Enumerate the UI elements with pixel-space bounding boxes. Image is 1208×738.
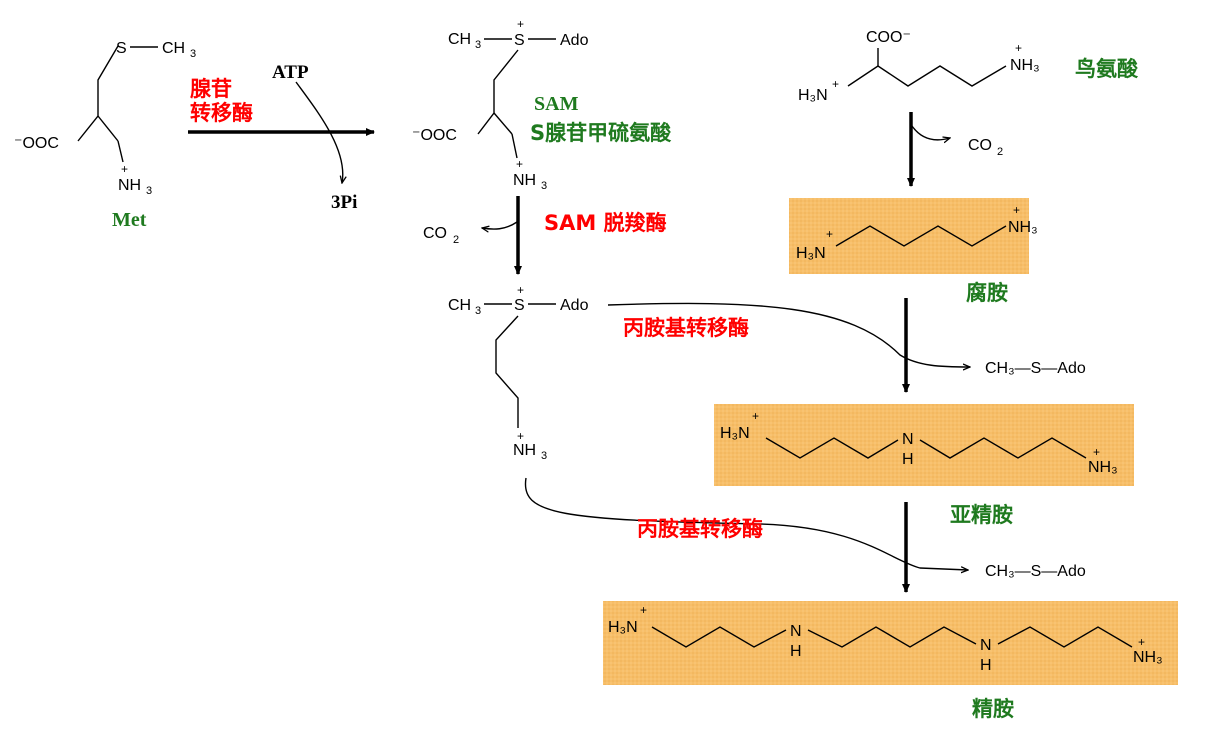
sam-sulfur-charge: + — [517, 17, 524, 31]
sam-structure: CH 3 + S Ado ⁻OOC + NH 3 — [412, 17, 589, 192]
transfer2-product: CH₃—S—Ado — [985, 563, 1086, 580]
ornithine-amine-right: NH₃ — [1010, 57, 1040, 74]
ornithine-co2: CO — [968, 137, 992, 154]
ornithine-decarboxylation: CO 2 — [907, 112, 1003, 187]
spermine-right-charge: + — [1138, 635, 1145, 649]
met-amine: NH — [118, 177, 141, 194]
pi-label: 3Pi — [331, 192, 357, 213]
dcsam-methyl-sub: 3 — [475, 305, 481, 317]
putrescine-right-amine: NH₃ — [1008, 219, 1038, 236]
ornithine-structure: COO⁻ + H₃N + NH₃ — [798, 29, 1040, 104]
dcsam-structure: CH 3 + S Ado + NH 3 — [448, 283, 589, 462]
step1-enzyme-line2: 转移酶 — [190, 101, 253, 125]
putrescine-left-charge: + — [826, 227, 833, 241]
spermidine-left-amine: H₃N — [720, 425, 750, 442]
transfer1-product: CH₃—S—Ado — [985, 360, 1086, 377]
ornithine-coo: COO⁻ — [866, 29, 911, 46]
dcsam-amine-sub: 3 — [541, 450, 547, 462]
sam-amine: NH — [513, 172, 536, 189]
ornithine-co2-sub: 2 — [997, 146, 1003, 158]
putrescine-left-amine: H₃N — [796, 245, 826, 262]
spermidine-right-charge: + — [1093, 445, 1100, 459]
step2-reaction: CO 2 — [423, 196, 522, 275]
methionine-structure: S CH 3 ⁻OOC + NH 3 — [14, 40, 196, 197]
spermine-nh1-h: H — [790, 643, 802, 660]
spermine-right-amine: NH₃ — [1133, 649, 1163, 666]
spermine-nh2-n: N — [980, 637, 992, 654]
spermine-nh2-h: H — [980, 657, 992, 674]
putrescine-box — [789, 198, 1029, 274]
dcsam-methyl: CH — [448, 297, 471, 314]
step1-enzyme-line1: 腺苷 — [190, 77, 232, 101]
ornithine-amine-left: H₃N — [798, 87, 828, 104]
step2-co2: CO — [423, 225, 447, 242]
spermidine-left-charge: + — [752, 409, 759, 423]
spermidine-name: 亚精胺 — [950, 503, 1013, 527]
ornithine-right-charge: + — [1015, 41, 1022, 55]
putrescine-structure: + H₃N + NH₃ — [796, 203, 1038, 262]
met-amine-charge: + — [121, 162, 128, 176]
sam-name: SAM — [534, 93, 579, 115]
atp-label: ATP — [272, 62, 309, 83]
aminopropyl-transfer-curves — [524, 302, 970, 570]
spermine-structure: + H₃N N H N H + NH₃ — [608, 603, 1163, 674]
transfer2-enzyme: 丙胺基转移酶 — [637, 517, 763, 541]
putrescine-name: 腐胺 — [966, 281, 1008, 305]
sam-methyl-sub: 3 — [475, 39, 481, 51]
spermine-left-amine: H₃N — [608, 619, 638, 636]
step2-enzyme: SAM 脱羧酶 — [544, 211, 667, 235]
spermidine-structure: + H₃N N H + NH₃ — [720, 409, 1118, 476]
sam-ado: Ado — [560, 32, 589, 49]
met-methyl: CH — [162, 40, 185, 57]
putrescine-right-charge: + — [1013, 203, 1020, 217]
sam-amine-charge: + — [516, 157, 523, 171]
spermine-left-charge: + — [640, 603, 647, 617]
met-label: Met — [112, 209, 147, 231]
step2-co2-sub: 2 — [453, 234, 459, 246]
ornithine-name: 鸟氨酸 — [1075, 57, 1139, 81]
spermidine-right-amine: NH₃ — [1088, 459, 1118, 476]
met-sulfur: S — [116, 40, 127, 57]
transfer1-enzyme: 丙胺基转移酶 — [623, 316, 749, 340]
spermine-nh1-n: N — [790, 623, 802, 640]
dcsam-sulfur-charge: + — [517, 283, 524, 297]
step1-reaction — [188, 81, 375, 183]
dcsam-ado: Ado — [560, 297, 589, 314]
sam-full-name: S腺苷甲硫氨酸 — [530, 121, 672, 145]
spermidine-nh-n: N — [902, 431, 914, 448]
met-methyl-sub: 3 — [190, 48, 196, 60]
spermidine-nh-h: H — [902, 451, 914, 468]
met-carboxyl: ⁻OOC — [14, 135, 59, 152]
spermine-name: 精胺 — [972, 697, 1014, 721]
met-amine-sub: 3 — [146, 185, 152, 197]
dcsam-amine-charge: + — [517, 429, 524, 443]
dcsam-amine: NH — [513, 442, 536, 459]
dcsam-sulfur: S — [514, 297, 525, 314]
spermine-box — [603, 601, 1178, 685]
sam-carboxyl: ⁻OOC — [412, 127, 457, 144]
ornithine-left-charge: + — [832, 77, 839, 91]
sam-methyl: CH — [448, 31, 471, 48]
sam-amine-sub: 3 — [541, 180, 547, 192]
sam-sulfur: S — [514, 32, 525, 49]
